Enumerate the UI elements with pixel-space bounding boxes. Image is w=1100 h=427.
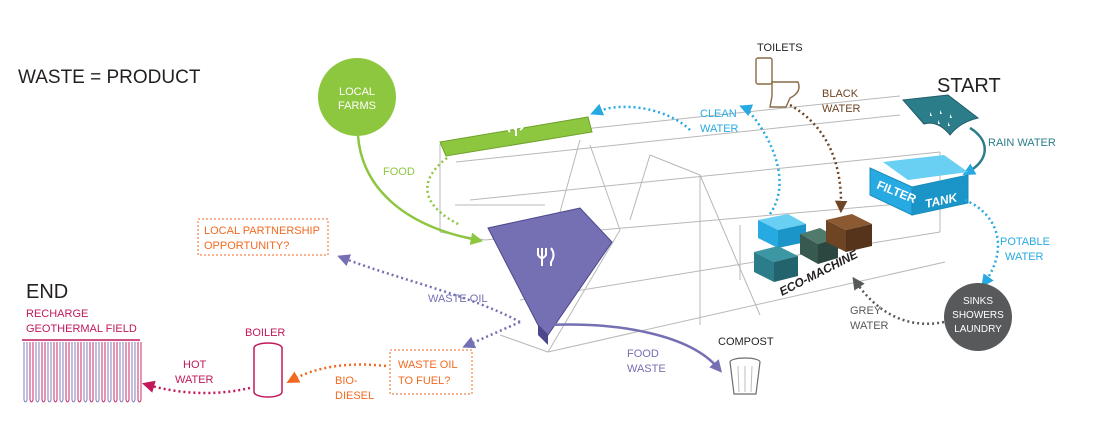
geothermal-loop	[83, 342, 88, 403]
tank-label: TANK	[924, 190, 960, 211]
waste-oil-down-arrow	[462, 320, 521, 349]
farms-to-kitchen-arrow	[356, 135, 484, 245]
cutlery-icon	[537, 247, 555, 266]
geothermal-loop	[23, 342, 28, 403]
geothermal-loop	[35, 342, 40, 403]
compost-label: COMPOST	[718, 336, 774, 348]
geothermal-loops	[22, 339, 142, 403]
local-partnership-line-2: OPPORTUNITY?	[204, 240, 289, 252]
local-partnership-line-1: LOCAL PARTNERSHIP	[204, 225, 320, 237]
waste-oil-arrow	[337, 254, 521, 324]
geothermal-loop	[71, 342, 76, 403]
local-farms-node: LOCAL FARMS	[318, 58, 396, 136]
clean-water-arrow	[739, 104, 781, 215]
potable-water-label-2: WATER	[1005, 251, 1044, 263]
food-waste-arrow	[547, 323, 723, 373]
geothermal-loop	[95, 342, 100, 403]
bio-diesel-label-2: DIESEL	[335, 390, 374, 402]
black-water-arrow	[789, 103, 848, 214]
geothermal-loop	[125, 342, 130, 403]
toilets-label: TOILETS	[757, 42, 803, 54]
local-farms-label-2: FARMS	[338, 100, 376, 112]
green-roof	[439, 116, 593, 157]
waste-oil-flow-label: WASTE OIL	[428, 293, 488, 305]
geothermal-loop	[59, 342, 64, 403]
waste-oil-fuel-callout: WASTE OIL TO FUEL?	[389, 349, 473, 395]
waste-oil-fuel-line-1: WASTE OIL	[398, 359, 458, 371]
geothermal-label-1: RECHARGE	[26, 308, 88, 320]
clean-water-label-2: WATER	[700, 123, 739, 135]
building-wireframe	[439, 95, 946, 353]
local-farms-label-1: LOCAL	[339, 86, 375, 98]
geothermal-loop	[107, 342, 112, 403]
filter-tank: FILTER TANK	[869, 155, 969, 216]
geothermal-loop	[113, 342, 118, 403]
bio-diesel-arrow	[286, 363, 387, 383]
geothermal-loop	[137, 342, 142, 403]
food-waste-label-2: WASTE	[627, 363, 666, 375]
geothermal-loop	[77, 342, 82, 403]
rain-collector	[901, 94, 980, 136]
geothermal-loop	[53, 342, 58, 403]
hot-water-arrow	[141, 380, 251, 395]
geothermal-loop	[65, 342, 70, 403]
grey-water-arrow	[852, 276, 945, 325]
compost-bin-icon	[729, 357, 761, 395]
geothermal-loop	[131, 342, 136, 403]
bio-diesel-label-1: BIO-	[335, 375, 358, 387]
grey-water-label-1: GREY	[850, 305, 882, 317]
geothermal-loop	[101, 342, 106, 403]
eco-machine: ECO-MACHINE	[754, 214, 872, 299]
rain-water-label: RAIN WATER	[988, 137, 1056, 149]
sinks-label-1: SINKS	[963, 296, 993, 307]
end-label: END	[26, 281, 68, 303]
food-waste-label-1: FOOD	[627, 348, 659, 360]
roof-to-kitchen-arrow	[426, 157, 461, 227]
geothermal-loop	[119, 342, 124, 403]
food-flow-label: FOOD	[383, 166, 415, 178]
sinks-label-3: LAUNDRY	[954, 324, 1002, 335]
geothermal-label-2: GEOTHERMAL FIELD	[26, 323, 137, 335]
boiler-icon	[253, 342, 283, 398]
kitchen-block	[487, 207, 613, 345]
local-partnership-callout: LOCAL PARTNERSHIP OPPORTUNITY?	[197, 218, 329, 256]
geothermal-loop	[29, 342, 34, 403]
sinks-label-2: SHOWERS	[952, 310, 1004, 321]
sinks-node: SINKS SHOWERS LAUNDRY	[944, 283, 1012, 351]
black-water-label-2: WATER	[822, 103, 861, 115]
potable-water-label-1: POTABLE	[1000, 236, 1050, 248]
sprout-icon	[507, 123, 524, 136]
rain-water-arrow	[962, 126, 986, 175]
potable-water-arrow	[964, 198, 1000, 288]
grey-water-label-2: WATER	[850, 320, 889, 332]
black-water-label-1: BLACK	[822, 88, 859, 100]
clean-water-label-1: CLEAN	[700, 108, 737, 120]
diagram-title: WASTE = PRODUCT	[18, 67, 201, 88]
toilet-icon	[755, 57, 800, 108]
waste-oil-fuel-line-2: TO FUEL?	[398, 375, 450, 387]
geothermal-loop	[89, 342, 94, 403]
hot-water-label-2: WATER	[175, 374, 214, 386]
raindrops-icon	[930, 110, 952, 126]
boiler-label: BOILER	[245, 327, 285, 339]
hot-water-label-1: HOT	[183, 359, 207, 371]
start-label: START	[937, 75, 1001, 97]
geothermal-loop	[47, 342, 52, 403]
geothermal-loop	[41, 342, 46, 403]
